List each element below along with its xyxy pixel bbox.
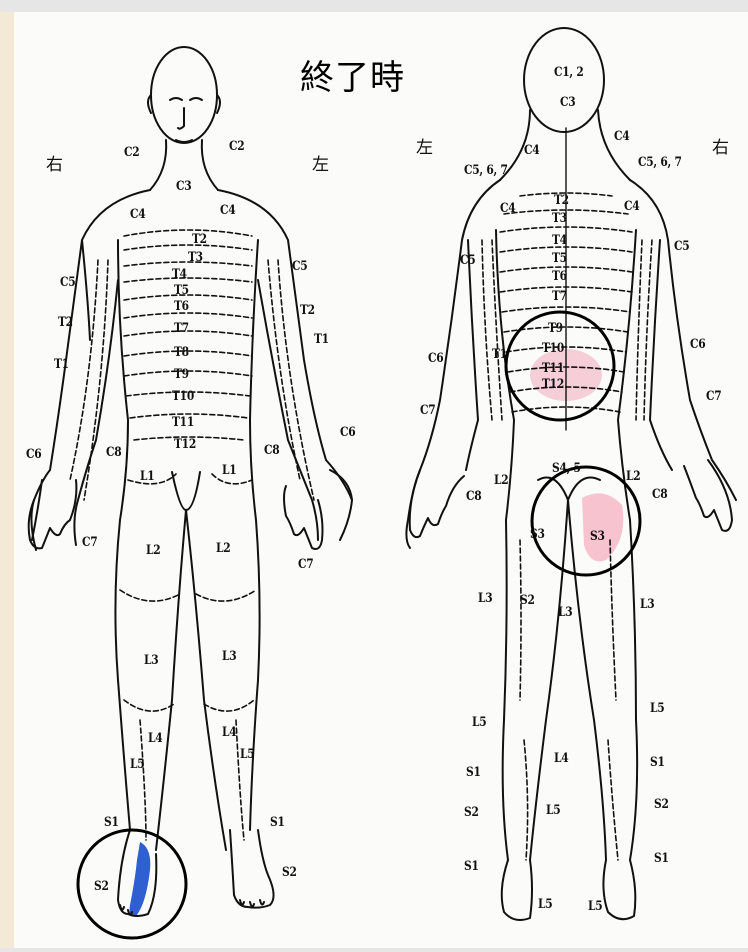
front-label-c6-r: C6 (26, 448, 41, 461)
front-label-c4-l: C4 (220, 204, 235, 217)
back-label-t7: T7 (552, 290, 567, 303)
front-label-l5-l: L5 (240, 748, 254, 761)
back-label-c5-l: C5 (460, 254, 475, 267)
back-label-t3: T3 (552, 212, 567, 225)
back-label-c12: C1, 2 (554, 66, 584, 79)
back-label-l3-c: L3 (558, 606, 572, 619)
back-label-t2: T2 (554, 194, 569, 207)
front-label-c8-l: C8 (264, 444, 279, 457)
front-label-t4: T4 (172, 268, 187, 281)
back-label-t4: T4 (552, 234, 567, 247)
left-edge-tint (0, 12, 14, 948)
front-label-l5-r: L5 (130, 758, 144, 771)
back-label-l5-r: L5 (650, 702, 664, 715)
front-label-t9: T9 (174, 368, 189, 381)
front-label-c7-r: C7 (82, 536, 97, 549)
front-label-c2-r: C2 (124, 146, 139, 159)
back-label-t11: T11 (542, 362, 564, 375)
front-label-t2: T2 (192, 233, 207, 246)
front-label-t1-r: T1 (54, 358, 69, 371)
front-label-c5-r: C5 (60, 276, 75, 289)
back-label-c3: C3 (560, 96, 575, 109)
front-label-c2-l: C2 (229, 140, 244, 153)
back-label-s3-r: S3 (590, 530, 605, 543)
front-label-l2-l: L2 (216, 542, 230, 555)
front-label-t11: T11 (172, 416, 194, 429)
front-label-t3: T3 (188, 251, 203, 264)
back-label-c8-l: C8 (466, 490, 481, 503)
front-label-s2-r: S2 (94, 880, 109, 893)
back-label-l4: L4 (554, 752, 568, 765)
front-label-c5-l: C5 (292, 260, 307, 273)
back-label-s2-l: S2 (464, 806, 479, 819)
front-label-t12: T12 (174, 438, 196, 451)
back-label-t12: T12 (542, 378, 564, 391)
back-label-l5-br: L5 (588, 900, 602, 913)
back-label-c7-r: C7 (706, 390, 721, 403)
back-label-c567-l: C5, 6, 7 (464, 164, 508, 177)
back-label-s1-bl: S1 (464, 860, 479, 873)
back-label-l2-l: L2 (494, 474, 508, 487)
back-label-s1-l: S1 (466, 766, 481, 779)
back-label-c4s-l: C4 (500, 202, 515, 215)
back-label-t1: T1 (492, 348, 507, 361)
back-label-c5-r: C5 (674, 240, 689, 253)
front-label-t10: T10 (172, 390, 194, 403)
front-label-t7: T7 (174, 322, 189, 335)
back-label-t9: T9 (548, 322, 563, 335)
front-side-left-label: 左 (312, 150, 329, 175)
back-label-c6-l: C6 (428, 352, 443, 365)
front-label-l4-r: L4 (148, 732, 162, 745)
front-label-l4-l: L4 (222, 726, 236, 739)
front-label-c8-r: C8 (106, 446, 121, 459)
back-label-t6: T6 (552, 270, 567, 283)
front-label-c4-r: C4 (130, 208, 145, 221)
back-label-c4-l: C4 (524, 144, 539, 157)
back-label-s1-br: S1 (654, 852, 669, 865)
front-label-t2-r: T2 (58, 316, 73, 329)
back-label-l3-r: L3 (640, 598, 654, 611)
back-label-c6-r: C6 (690, 338, 705, 351)
front-label-c3: C3 (176, 180, 191, 193)
front-label-l1-r: L1 (140, 470, 154, 483)
front-label-s1-r: S1 (104, 816, 119, 829)
back-label-s45: S4, 5 (552, 462, 581, 475)
front-label-t2-l: T2 (300, 304, 315, 317)
front-label-c7-l: C7 (298, 558, 313, 571)
front-label-t1-l: T1 (314, 333, 329, 346)
back-label-t5: T5 (552, 252, 567, 265)
front-label-t6: T6 (174, 300, 189, 313)
back-side-right-label: 右 (712, 133, 729, 158)
back-label-s1-r: S1 (650, 756, 665, 769)
front-label-t5: T5 (174, 284, 189, 297)
back-label-l5-bl: L5 (538, 898, 552, 911)
back-label-l5-l: L5 (472, 716, 486, 729)
back-label-c4s-r: C4 (624, 200, 639, 213)
front-label-c6-l: C6 (340, 426, 355, 439)
back-label-l5-c: L5 (546, 804, 560, 817)
back-label-c8-r: C8 (652, 488, 667, 501)
back-label-c567-r: C5, 6, 7 (638, 156, 682, 169)
back-label-l3-l: L3 (478, 592, 492, 605)
front-label-l3-r: L3 (144, 654, 158, 667)
back-label-l2-r: L2 (626, 470, 640, 483)
front-label-l1-l: L1 (222, 464, 236, 477)
front-label-l2-r: L2 (146, 544, 160, 557)
back-label-c7-l: C7 (420, 404, 435, 417)
front-label-s2-l: S2 (282, 866, 297, 879)
front-label-l3-l: L3 (222, 650, 236, 663)
front-label-t8: T8 (174, 346, 189, 359)
back-side-left-label: 左 (416, 133, 433, 158)
back-label-c4-r: C4 (614, 130, 629, 143)
back-label-s2-c: S2 (520, 594, 535, 607)
page-title: 終了時 (300, 50, 405, 99)
front-side-right-label: 右 (46, 150, 63, 175)
back-label-s2-r: S2 (654, 798, 669, 811)
back-label-s3-l: S3 (530, 528, 545, 541)
back-label-t10: T10 (542, 342, 564, 355)
front-label-s1-l: S1 (270, 816, 285, 829)
